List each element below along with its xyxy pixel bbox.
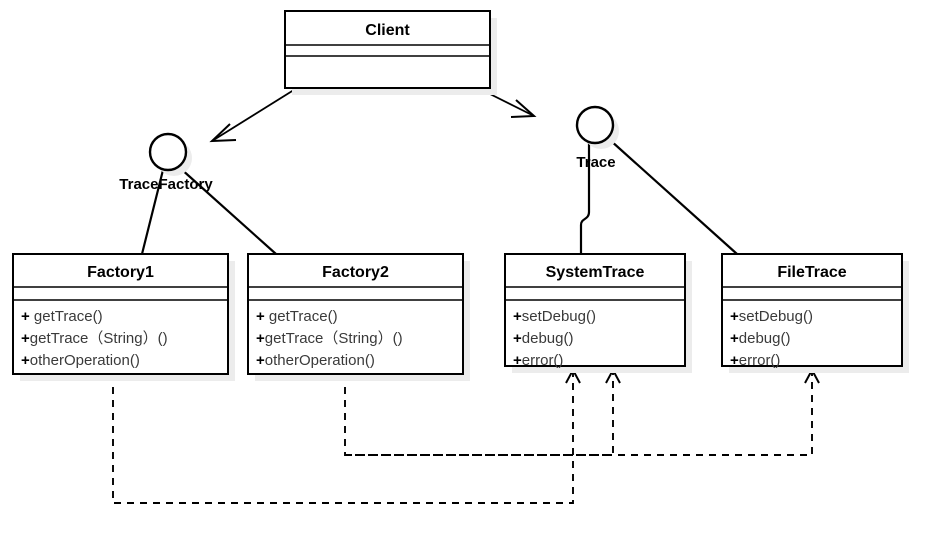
connection-factory1-systemtrace[interactable] <box>112 367 581 504</box>
operation-row: + getTrace() <box>256 308 338 325</box>
operation-signature: getTrace() <box>265 308 338 325</box>
class-box-client[interactable]: Client <box>284 10 497 95</box>
connection-trace-filetrace[interactable] <box>609 139 738 255</box>
visibility-marker: + <box>513 352 522 369</box>
class-box-filetrace[interactable]: FileTrace+setDebug()+debug()+error() <box>721 253 909 373</box>
operation-signature: error() <box>522 352 564 369</box>
visibility-marker: + <box>730 330 739 347</box>
interface-lollipop-trace[interactable]: Trace <box>575 105 619 171</box>
class-box-factory1[interactable]: Factory1+ getTrace()+getTrace（String）()+… <box>12 253 235 381</box>
connection-line <box>579 143 591 254</box>
visibility-marker: + <box>730 352 739 369</box>
operation-row: +getTrace（String）() <box>21 330 168 347</box>
operation-row: +otherOperation() <box>21 352 140 369</box>
operation-signature: getTrace（String）() <box>30 330 168 347</box>
class-box-factory2[interactable]: Factory2+ getTrace()+getTrace（String）()+… <box>247 253 470 381</box>
visibility-marker: + <box>256 308 265 325</box>
operation-signature: otherOperation() <box>30 352 140 369</box>
class-name-label: Factory2 <box>322 264 389 281</box>
connection-factory2-filetrace[interactable] <box>345 367 820 456</box>
operation-signature: debug() <box>522 330 574 347</box>
operation-signature: getTrace（String）() <box>265 330 403 347</box>
connection-line <box>345 372 813 456</box>
lollipop-circle-icon <box>148 132 188 172</box>
class-name-label: Client <box>365 22 410 39</box>
box-outline <box>504 253 686 367</box>
visibility-marker: + <box>21 352 30 369</box>
interface-lollipop-tracefactory[interactable]: TraceFactory <box>119 132 213 193</box>
operation-row: +setDebug() <box>513 308 596 325</box>
connection-line <box>211 87 298 142</box>
box-outline <box>721 253 903 367</box>
visibility-marker: + <box>256 352 265 369</box>
open-arrowhead-icon <box>209 123 237 143</box>
connection-client-to-tracefactory[interactable] <box>209 87 298 143</box>
class-name-label: Factory1 <box>87 264 154 281</box>
operation-signature: debug() <box>739 330 791 347</box>
visibility-marker: + <box>21 308 30 325</box>
operation-signature: otherOperation() <box>265 352 375 369</box>
box-outline <box>284 10 491 89</box>
connection-tracefactory-factory2[interactable] <box>179 167 277 255</box>
visibility-marker: + <box>21 330 30 347</box>
operation-row: +setDebug() <box>730 308 813 325</box>
operation-signature: getTrace() <box>30 308 103 325</box>
connection-line <box>609 139 738 255</box>
class-name-label: SystemTrace <box>546 264 645 281</box>
class-box-systemtrace[interactable]: SystemTrace+setDebug()+debug()+error() <box>504 253 692 373</box>
operation-row: +error() <box>513 352 563 369</box>
interfaces-layer: TraceFactory Trace <box>119 105 619 193</box>
operation-signature: setDebug() <box>522 308 596 325</box>
operation-row: +otherOperation() <box>256 352 375 369</box>
operation-signature: setDebug() <box>739 308 813 325</box>
box-outline <box>247 253 464 375</box>
open-arrowhead-icon <box>510 99 537 118</box>
operation-row: +error() <box>730 352 780 369</box>
interface-name-label: TraceFactory <box>119 176 213 193</box>
visibility-marker: + <box>256 330 265 347</box>
box-outline <box>12 253 229 375</box>
connection-line <box>179 167 277 255</box>
operation-row: +debug() <box>513 330 573 347</box>
operation-row: + getTrace() <box>21 308 103 325</box>
operation-signature: error() <box>739 352 781 369</box>
interface-name-label: Trace <box>576 154 615 171</box>
connection-line <box>112 372 574 504</box>
lollipop-circle-icon <box>575 105 615 145</box>
visibility-marker: + <box>730 308 739 325</box>
class-name-label: FileTrace <box>777 264 846 281</box>
visibility-marker: + <box>513 308 522 325</box>
connection-trace-systemtrace[interactable] <box>579 143 591 254</box>
connection-tracefactory-factory1[interactable] <box>140 169 165 255</box>
operation-row: +debug() <box>730 330 790 347</box>
operation-row: +getTrace（String）() <box>256 330 403 347</box>
visibility-marker: + <box>513 330 522 347</box>
connections-layer <box>112 87 820 504</box>
connection-line <box>140 169 165 255</box>
